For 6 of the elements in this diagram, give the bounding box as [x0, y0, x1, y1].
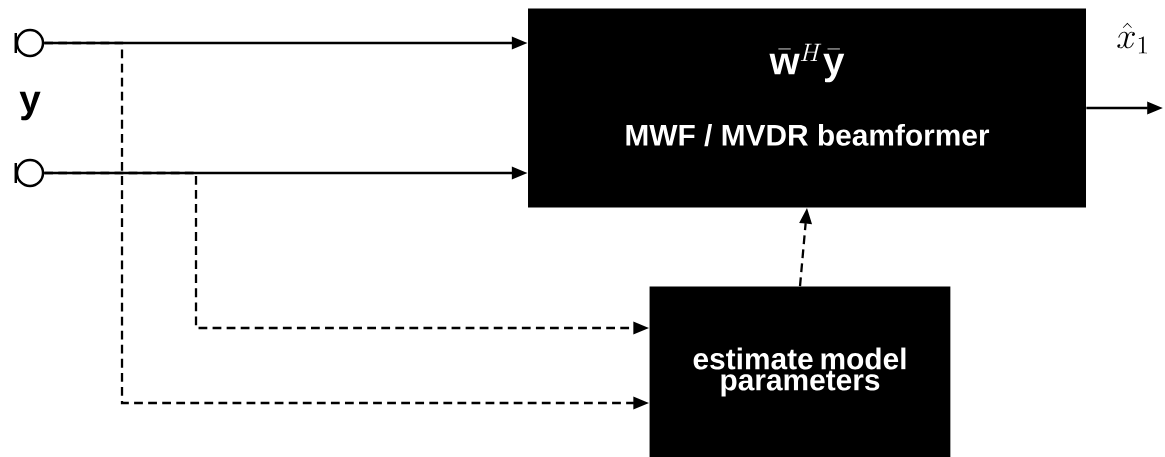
- input-terminal: [14, 28, 45, 58]
- output-label: $\hat{x}_1$: [1117, 22, 1147, 54]
- process-box: estimate model parameters: [649, 286, 951, 457]
- beamformer-box: $\bar{\mathbf{w}}^H\bar{\mathbf{y}}$ MWF / MVDR beamformer: [528, 8, 1086, 208]
- input-label: $\mathbf{y}$: [19, 91, 41, 121]
- input-terminal: [14, 158, 45, 188]
